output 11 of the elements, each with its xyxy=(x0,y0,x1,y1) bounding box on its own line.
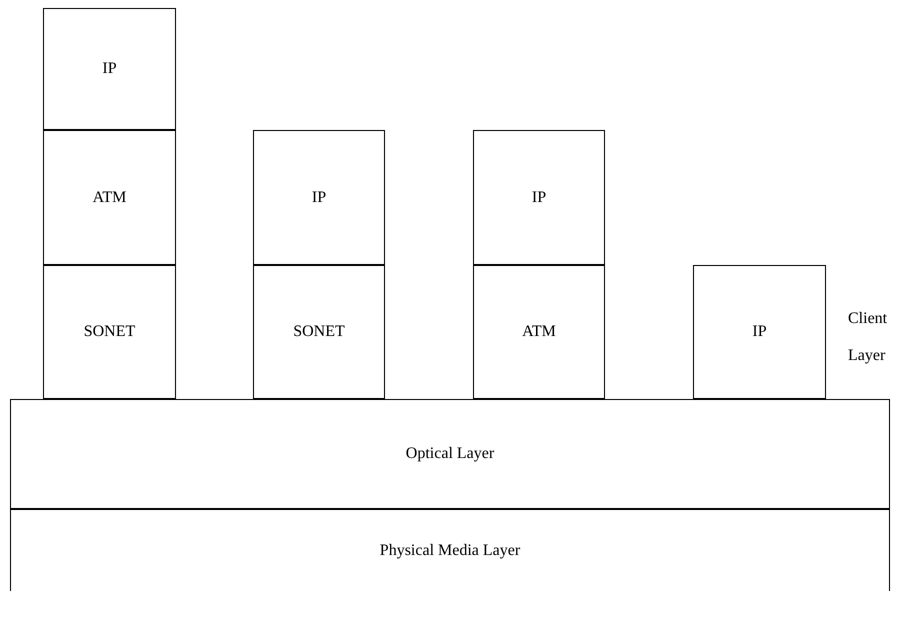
layer-box: IP xyxy=(253,130,385,265)
layer-box: IP xyxy=(693,265,826,399)
layer-box: ATM xyxy=(473,265,605,399)
layer-box: IP xyxy=(43,8,176,130)
layer-box: Physical Media Layer xyxy=(10,509,890,591)
layer-box: SONET xyxy=(43,265,176,399)
layer-box: SONET xyxy=(253,265,385,399)
layer-label: Client Layer xyxy=(848,309,888,366)
layer-box: Optical Layer xyxy=(10,399,890,509)
layer-box: IP xyxy=(473,130,605,265)
layer-box: ATM xyxy=(43,130,176,265)
